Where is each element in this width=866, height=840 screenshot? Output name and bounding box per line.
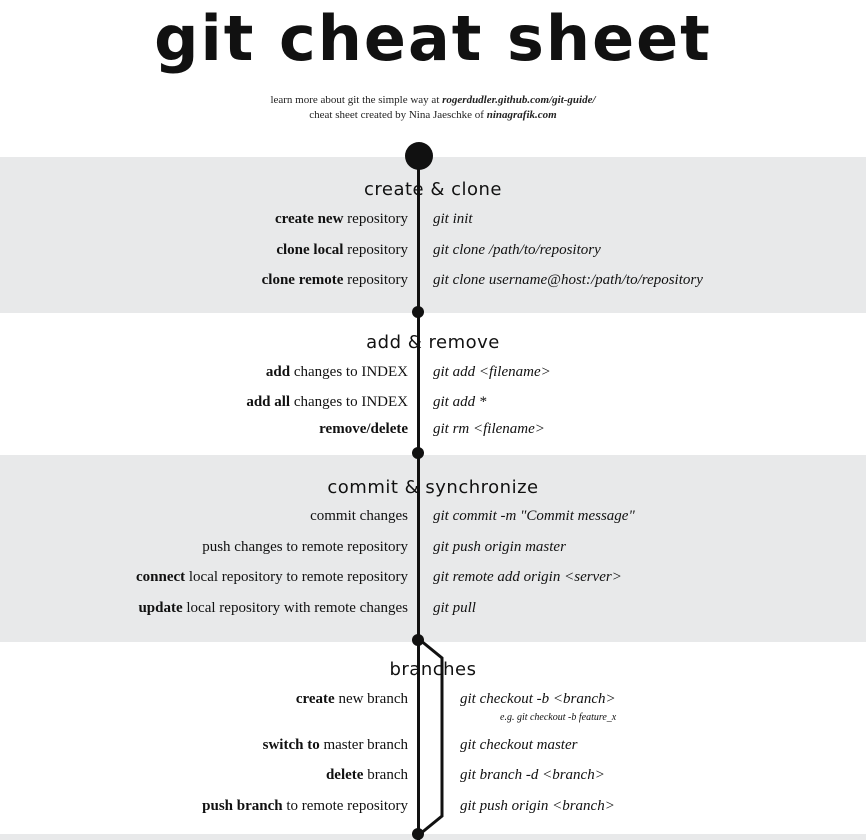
credits-text: learn more about git the simple way at: [270, 94, 443, 106]
author-link[interactable]: ninagrafik.com: [486, 109, 557, 121]
row-command: git add <filename>: [433, 364, 551, 380]
row-label-bold: add: [265, 364, 291, 380]
row-label: clone local repository: [0, 242, 408, 259]
row-label: remove/delete: [0, 421, 408, 438]
timeline-dot: [412, 634, 424, 646]
section-title-create-clone: create & clone: [363, 179, 502, 200]
row-label: delete branch: [0, 767, 408, 784]
row-label: create new branch: [0, 691, 408, 708]
row-label: push changes to remote repository: [0, 539, 408, 556]
row-label: push branch to remote repository: [0, 798, 408, 815]
row-label-rest: to remote repository: [282, 798, 408, 814]
row-command: git pull: [433, 600, 476, 616]
credits-line-2: cheat sheet created by Nina Jaeschke of …: [0, 109, 866, 121]
row-command: git push origin master: [433, 539, 566, 555]
row-label-bold: delete: [325, 767, 364, 783]
credits-text: cheat sheet created by Nina Jaeschke of: [309, 109, 487, 121]
row-label-bold: add all: [246, 394, 291, 410]
section-band-create-clone: [0, 157, 866, 313]
guide-link[interactable]: rogerdudler.github.com/git-guide/: [442, 94, 596, 106]
row-label: add changes to INDEX: [0, 364, 408, 381]
row-label: update local repository with remote chan…: [0, 600, 408, 617]
row-label-bold: push branch: [202, 798, 283, 814]
row-label: connect local repository to remote repos…: [0, 569, 408, 586]
timeline-line: [417, 150, 420, 840]
row-label-bold: switch to: [262, 737, 320, 753]
row-command: git clone username@host:/path/to/reposit…: [433, 272, 703, 288]
timeline-dot: [412, 306, 424, 318]
row-label-bold: create new: [274, 211, 344, 227]
row-command: git commit -m "Commit message": [433, 508, 635, 524]
row-command: git add *: [433, 394, 487, 410]
timeline-start-dot: [405, 142, 433, 170]
row-command: git checkout -b <branch>: [460, 691, 616, 707]
section-title-branches: branches: [389, 659, 477, 680]
section-band-next: [0, 834, 866, 840]
section-title-add-remove: add & remove: [366, 332, 500, 353]
row-command-note: e.g. git checkout -b feature_x: [500, 712, 617, 723]
branch-line-icon: [419, 638, 444, 836]
row-label: switch to master branch: [0, 737, 408, 754]
row-command: git branch -d <branch>: [460, 767, 605, 783]
row-label: create new repository: [0, 211, 408, 228]
row-label-bold: create: [295, 691, 335, 707]
row-command: git checkout master: [460, 737, 578, 753]
timeline-dot: [412, 828, 424, 840]
row-label-rest: new branch: [334, 691, 408, 707]
row-label-bold: clone local: [276, 242, 344, 258]
row-command: git remote add origin <server>: [433, 569, 622, 585]
row-label-rest: master branch: [319, 737, 408, 753]
row-label-rest: local repository to remote repository: [185, 569, 408, 585]
page-title: git cheat sheet: [154, 2, 712, 75]
row-label-rest: repository: [343, 272, 408, 288]
row-label-rest: changes to INDEX: [290, 394, 408, 410]
row-label-rest: changes to INDEX: [290, 364, 408, 380]
row-label-rest: local repository with remote changes: [182, 600, 408, 616]
row-command: git init: [433, 211, 473, 227]
row-label: commit changes: [0, 508, 408, 525]
timeline-dot: [412, 447, 424, 459]
row-command: git rm <filename>: [433, 421, 545, 437]
row-label-bold: remove/delete: [319, 421, 408, 437]
row-label-rest: repository: [343, 242, 408, 258]
row-label: add all changes to INDEX: [0, 394, 408, 411]
row-label: clone remote repository: [0, 272, 408, 289]
row-label-bold: connect: [135, 569, 186, 585]
credits-line-1: learn more about git the simple way at r…: [0, 94, 866, 106]
row-label-rest: branch: [363, 767, 408, 783]
row-command: git push origin <branch>: [460, 798, 615, 814]
row-label-rest: repository: [343, 211, 408, 227]
row-command: git clone /path/to/repository: [433, 242, 601, 258]
row-label-bold: update: [138, 600, 183, 616]
row-label-rest: push changes to remote repository: [202, 539, 408, 555]
section-band-commit-sync: [0, 455, 866, 642]
section-title-commit-sync: commit & synchronize: [327, 477, 539, 498]
row-label-rest: commit changes: [310, 508, 408, 524]
row-label-bold: clone remote: [261, 272, 344, 288]
